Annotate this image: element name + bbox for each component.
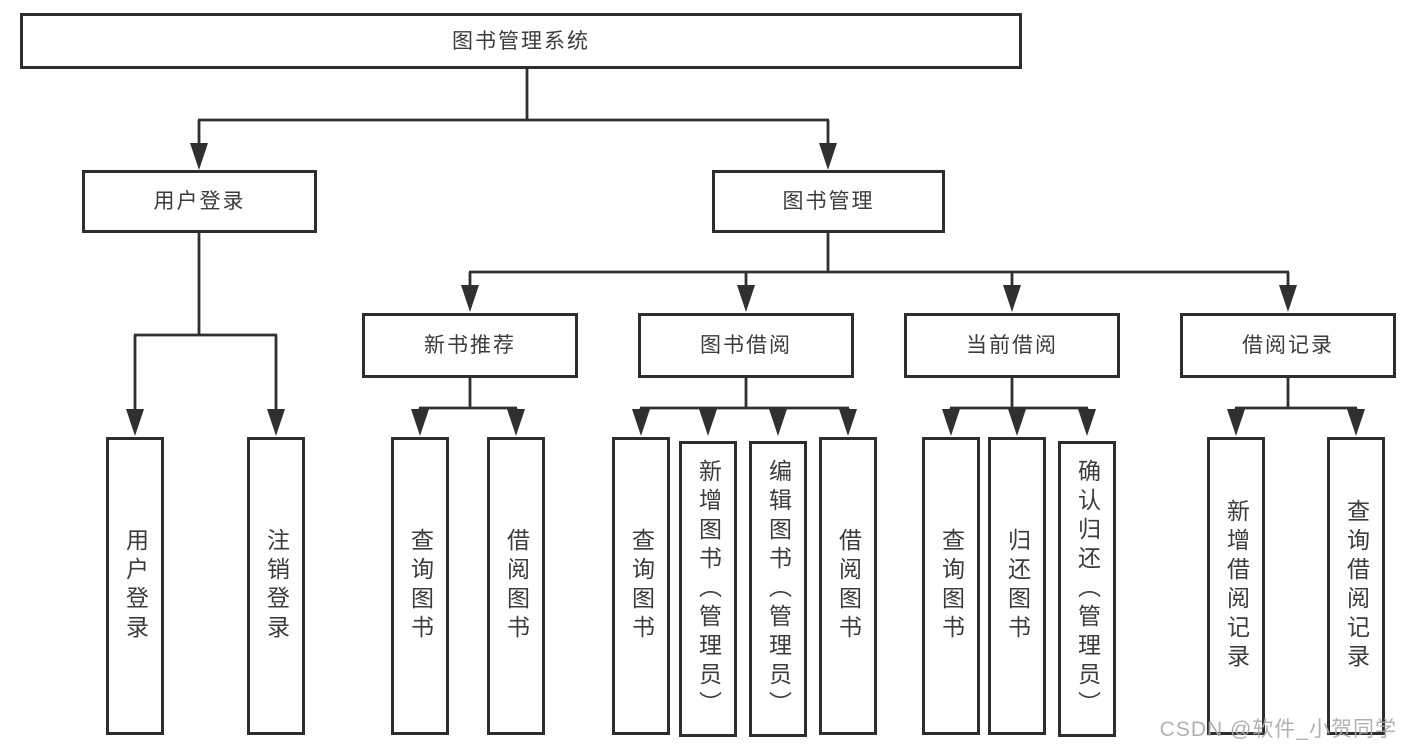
connector-user-login: [133, 233, 278, 429]
leaf-query-books-2: 查询图书: [612, 437, 670, 735]
arrow-down-icon: [267, 409, 285, 436]
arrow-down-icon: [507, 409, 525, 436]
node-new-book-recommend: 新书推荐: [362, 313, 578, 378]
node-book-borrowing: 图书借阅: [638, 313, 854, 378]
csdn-watermark: CSDN @软件_小贺同学: [1159, 718, 1397, 741]
leaf-query-books-1: 查询图书: [391, 437, 449, 735]
arrow-down-icon: [411, 409, 429, 436]
connector-borrowing: [639, 378, 850, 430]
arrow-down-icon: [632, 409, 650, 436]
node-user-login: 用户登录: [82, 170, 317, 233]
connector-book-management: [468, 233, 1290, 306]
node-library-system: 图书管理系统: [20, 13, 1022, 69]
leaf-query-books-3: 查询图书: [922, 437, 980, 735]
leaf-user-login: 用户登录: [106, 437, 164, 735]
leaf-add-borrow-record: 新增借阅记录: [1207, 437, 1265, 735]
arrow-down-icon: [839, 409, 857, 436]
node-book-management: 图书管理: [712, 170, 945, 233]
leaf-logout: 注销登录: [247, 437, 305, 735]
connector-root: [197, 68, 830, 163]
arrow-down-icon: [1078, 409, 1096, 436]
arrow-down-icon: [126, 409, 144, 436]
leaf-query-borrow-record: 查询借阅记录: [1327, 437, 1385, 735]
arrow-down-icon: [819, 143, 837, 170]
leaf-borrow-books-1: 借阅图书: [487, 437, 545, 735]
arrow-down-icon: [1347, 409, 1365, 436]
arrow-down-icon: [1003, 285, 1021, 312]
arrow-down-icon: [699, 409, 717, 436]
arrow-down-icon: [461, 285, 479, 312]
leaf-confirm-return-admin: 确认归还（管理员）: [1058, 441, 1116, 737]
arrow-down-icon: [769, 409, 787, 436]
arrow-down-icon: [942, 409, 960, 436]
leaf-return-book: 归还图书: [988, 437, 1046, 735]
node-borrow-records: 借阅记录: [1180, 313, 1396, 378]
leaf-edit-book-admin: 编辑图书（管理员）: [749, 441, 807, 737]
arrow-down-icon: [737, 285, 755, 312]
arrow-down-icon: [1008, 409, 1026, 436]
arrow-down-icon: [1227, 409, 1245, 436]
leaf-add-book-admin: 新增图书（管理员）: [679, 441, 737, 737]
node-current-borrowing: 当前借阅: [904, 313, 1120, 378]
arrow-down-icon: [190, 143, 208, 170]
arrow-down-icon: [1279, 285, 1297, 312]
connector-new-books: [418, 378, 518, 430]
connector-records: [1234, 378, 1358, 430]
leaf-borrow-books-2: 借阅图书: [819, 437, 877, 735]
